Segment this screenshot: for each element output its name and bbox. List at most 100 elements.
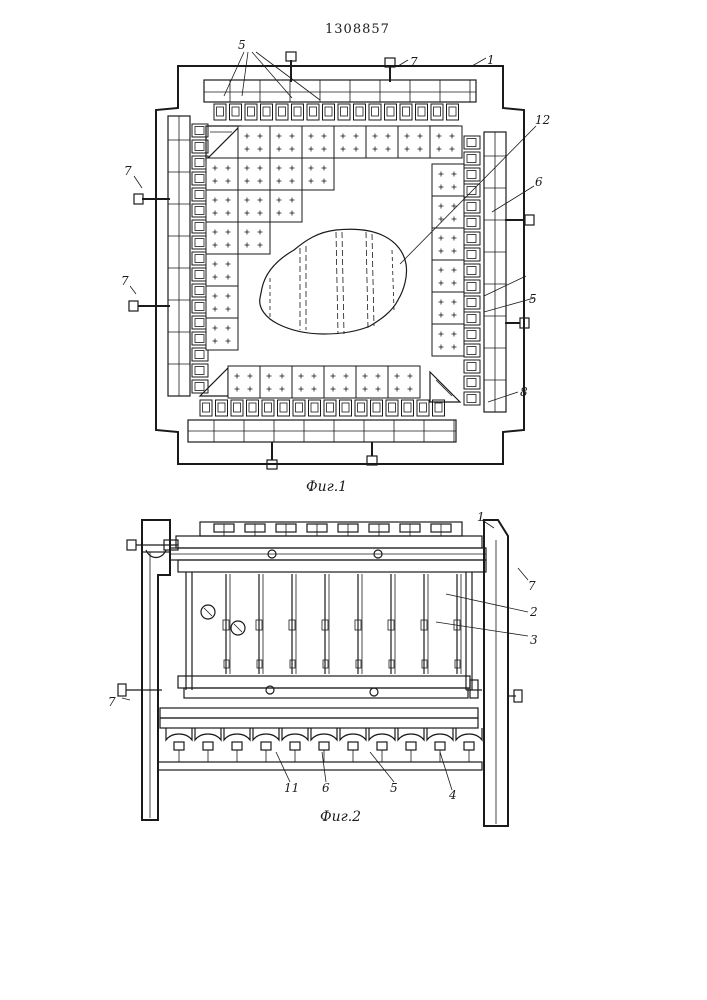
- left-column: [142, 520, 170, 820]
- holder-cell: [323, 104, 335, 120]
- left-beam: [168, 116, 190, 396]
- vertical-plate: [454, 574, 461, 674]
- plate-cell: [430, 126, 462, 158]
- holder-cell: [261, 104, 273, 120]
- holder-cell: [464, 216, 480, 229]
- vertical-plates: [223, 574, 461, 674]
- plate-cell: [206, 254, 238, 286]
- holder-cell: [400, 104, 412, 120]
- holder-row-bottom: [200, 400, 445, 416]
- top-beam: [204, 80, 476, 102]
- holder-cell: [293, 400, 305, 416]
- right-column: [484, 520, 508, 826]
- plate-cell: [292, 366, 324, 398]
- holder-cell: [216, 400, 228, 416]
- holder-cell: [200, 400, 212, 416]
- holder-cell: [431, 104, 443, 120]
- label-7-right-fig2: 7: [528, 579, 536, 593]
- saddle-holder: [398, 728, 424, 762]
- plate-cell: [432, 292, 464, 324]
- plate-cell: [270, 190, 302, 222]
- label-3-fig2: 3: [530, 633, 538, 647]
- bottom-beam: [188, 420, 456, 442]
- holder-cell: [230, 104, 242, 120]
- plate-cell: [334, 126, 366, 158]
- saddle-holder: [456, 728, 482, 762]
- figure-2: 1 7 7 2 3 11 6 5 4 Фиг.2: [108, 510, 538, 826]
- vertical-plate: [388, 574, 395, 674]
- plate-cell: [206, 318, 238, 350]
- figure-1: 1 5 7 7 7 12 6 5 8 Фиг.1: [121, 38, 550, 495]
- plate-cell: [366, 126, 398, 158]
- holder-cell: [338, 104, 350, 120]
- label-7-left-fig2: 7: [108, 695, 116, 709]
- plate-cell: [398, 126, 430, 158]
- plate-cell: [260, 366, 292, 398]
- plate-cell: [432, 196, 464, 228]
- plate-cell: [238, 158, 270, 190]
- vertical-plate: [289, 574, 296, 674]
- clamp-bolt-top-right: [385, 58, 395, 82]
- label-7-left-upper: 7: [124, 164, 132, 178]
- holder-row-bottom-fig2: [166, 728, 482, 762]
- gauge-upper: [201, 605, 215, 619]
- plate-cell: [238, 190, 270, 222]
- holder-cell: [276, 104, 288, 120]
- label-11-fig2: 11: [284, 781, 299, 795]
- holder-cell: [416, 104, 428, 120]
- holder-row-right: [464, 136, 480, 405]
- holder-cell: [245, 104, 257, 120]
- vertical-plate: [355, 574, 362, 674]
- holder-cell: [464, 232, 480, 245]
- plate-cell: [270, 158, 302, 190]
- clamp-bolt-right-upper: [505, 215, 534, 225]
- top-structure: [127, 522, 486, 560]
- saddle-holder: [195, 728, 221, 762]
- plate-cell: [432, 164, 464, 196]
- figure-2-caption: Фиг.2: [320, 809, 361, 825]
- holder-cell: [369, 104, 381, 120]
- vertical-plate: [256, 574, 263, 674]
- gauge-lower: [231, 621, 245, 635]
- holder-cell: [464, 392, 480, 405]
- vertical-frame: [178, 560, 486, 690]
- holder-cell: [292, 104, 304, 120]
- label-7-top: 7: [410, 55, 418, 69]
- holder-cell: [464, 312, 480, 325]
- right-beam: [484, 132, 506, 412]
- holder-cell: [354, 104, 366, 120]
- figure-1-caption: Фиг.1: [306, 479, 347, 495]
- label-12: 12: [535, 113, 550, 127]
- plate-cell: [206, 158, 238, 190]
- holder-cell: [464, 248, 480, 261]
- saddle-holder: [253, 728, 279, 762]
- plate-cell: [388, 366, 420, 398]
- holder-cell: [464, 264, 480, 277]
- vertical-plate: [223, 574, 230, 674]
- holder-cell: [402, 400, 414, 416]
- saddle-holder: [311, 728, 337, 762]
- saddle-holder: [340, 728, 366, 762]
- holder-cell: [340, 400, 352, 416]
- label-2-fig2: 2: [529, 605, 538, 619]
- holder-cell: [464, 344, 480, 357]
- plate-cell: [228, 366, 260, 398]
- label-7-left-lower: 7: [121, 274, 129, 288]
- holder-cell: [324, 400, 336, 416]
- cutaway-section: [260, 229, 407, 334]
- vertical-plate: [421, 574, 428, 674]
- holder-cell: [214, 104, 226, 120]
- plate-cell: [324, 366, 356, 398]
- holder-cell: [247, 400, 259, 416]
- label-5-top: 5: [238, 38, 246, 52]
- holder-cell: [355, 400, 367, 416]
- holder-row-top: [214, 104, 459, 120]
- holder-cell: [464, 280, 480, 293]
- holder-cell: [307, 104, 319, 120]
- saddle-holder: [224, 728, 250, 762]
- holder-cell: [464, 296, 480, 309]
- saddle-holder: [369, 728, 395, 762]
- holder-cell: [447, 104, 459, 120]
- saddle-holder: [427, 728, 453, 762]
- label-6: 6: [535, 175, 543, 189]
